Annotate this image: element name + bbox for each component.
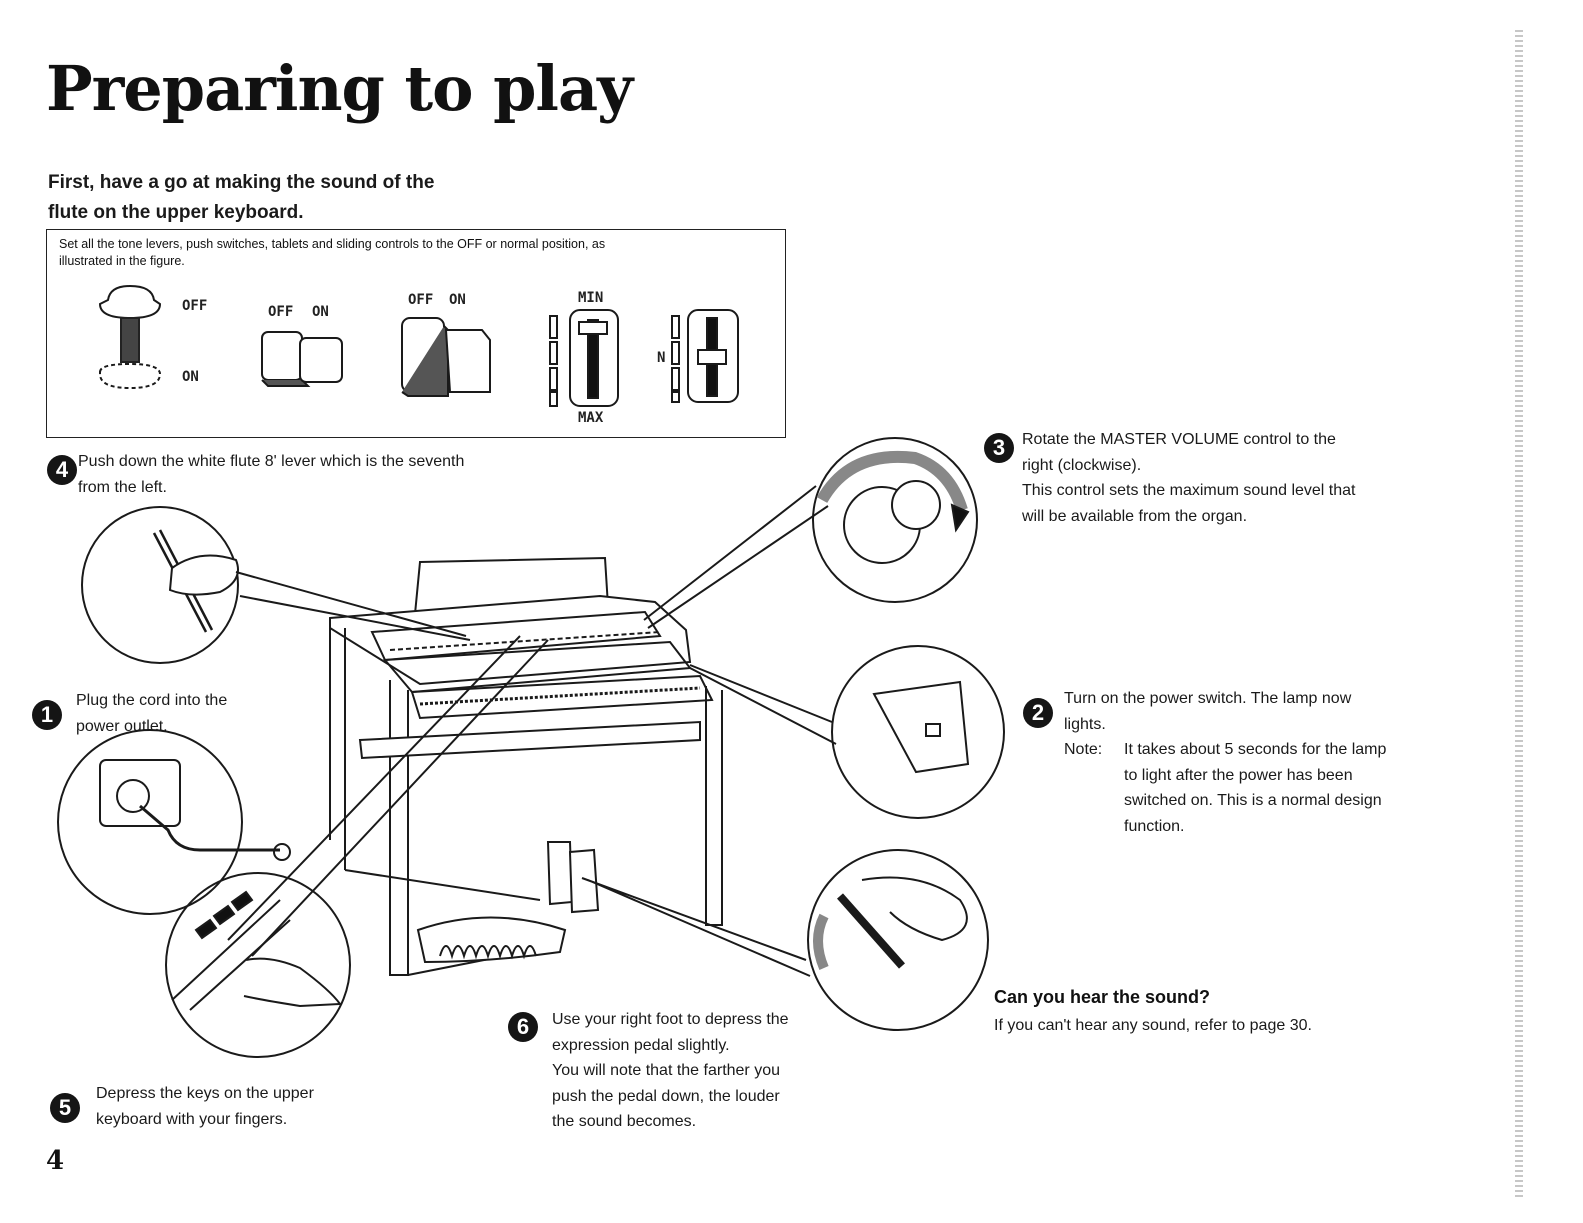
step-3-marker: 3 [984,433,1014,463]
step-6-marker: 6 [508,1012,538,1042]
step-2-line: lights. [1064,715,1106,733]
step-1-marker: 1 [32,700,62,730]
hear-sound-heading: Can you hear the sound? [994,987,1211,1007]
step-2-note-line: to light after the power has been [1124,766,1353,784]
step-4-line: Push down the white flute 8' lever which… [78,453,465,470]
step-2-marker: 2 [1023,698,1053,728]
keyboard-detail-circle [165,872,351,1058]
tablet-on-label: ON [449,292,466,308]
lever-on-label: ON [182,369,199,385]
step-2-line: Turn on the power switch. The lamp now [1064,690,1352,707]
scan-edge-texture [1515,30,1523,1200]
slider-normal-label: N [657,350,666,366]
step-2-note-line: switched on. This is a normal design [1124,792,1382,809]
step-4-marker: 4 [47,455,77,485]
page-title: Preparing to play [46,52,633,125]
step-3-line: will be available from the organ. [1022,507,1248,525]
notice-line: illustrated in the figure. [59,254,185,268]
settings-notice-box: Set all the tone levers, push switches, … [46,229,786,438]
step-2-note-text: It takes about 5 seconds for the lamp to… [1124,737,1434,839]
expression-pedal-detail-circle [807,849,989,1031]
step-3-line: right (clockwise). [1022,456,1142,474]
step-5-line: keyboard with your fingers. [96,1110,288,1128]
sliding-control-normal-icon [671,309,739,403]
step-6-line: push the pedal down, the louder [552,1087,780,1105]
lever-off-label: OFF [182,298,208,314]
power-outlet-detail-circle [57,729,243,915]
step-6-text: Use your right foot to depress the expre… [552,1007,842,1135]
sliding-control-icon [549,309,619,407]
step-4-text: Push down the white flute 8' lever which… [78,449,558,500]
step-6-line: the sound becomes. [552,1113,697,1130]
flute-lever-detail-circle [81,506,239,664]
step-6-line: Use your right foot to depress the [552,1011,789,1028]
push-switch-off-label: OFF [268,304,294,320]
notice-line: Set all the tone levers, push switches, … [59,237,606,251]
step-4-line: from the left. [78,478,167,496]
step-2-note-label: Note: [1064,741,1103,758]
step-2-note-line: function. [1124,817,1185,835]
tone-lever-icon [98,284,162,390]
step-1-line: power outlet. [76,717,168,735]
master-volume-detail-circle [812,437,978,603]
power-switch-detail-circle [831,645,1005,819]
step-2-note-line: It takes about 5 seconds for the lamp [1124,741,1387,758]
push-switch-on-label: ON [312,304,329,320]
subtitle-line: First, have a go at making the sound of … [48,172,435,193]
step-5-marker: 5 [50,1093,80,1123]
step-1-line: Plug the cord into the [76,692,228,709]
step-2-text: Turn on the power switch. The lamp now l… [1064,686,1434,737]
subtitle-line: flute on the upper keyboard. [48,202,304,223]
step-3-line: Rotate the MASTER VOLUME control to the [1022,431,1336,448]
step-1-text: Plug the cord into the power outlet. [76,688,286,739]
page-subtitle: First, have a go at making the sound of … [48,168,518,228]
step-5-text: Depress the keys on the upper keyboard w… [96,1081,386,1132]
step-6-line: You will note that the farther you [552,1062,780,1079]
hear-sound-text: If you can't hear any sound, refer to pa… [994,1017,1312,1034]
step-5-line: Depress the keys on the upper [96,1085,314,1102]
page-number: 4 [46,1146,65,1176]
slider-min-label: MIN [578,290,604,306]
tablet-off-label: OFF [408,292,434,308]
tablet-icon [401,317,491,397]
notice-text: Set all the tone levers, push switches, … [59,236,779,270]
step-3-text: Rotate the MASTER VOLUME control to the … [1022,427,1432,529]
step-6-line: expression pedal slightly. [552,1036,730,1054]
step-3-line: This control sets the maximum sound leve… [1022,482,1356,499]
push-switch-icon [261,331,343,387]
slider-max-label: MAX [578,410,604,426]
